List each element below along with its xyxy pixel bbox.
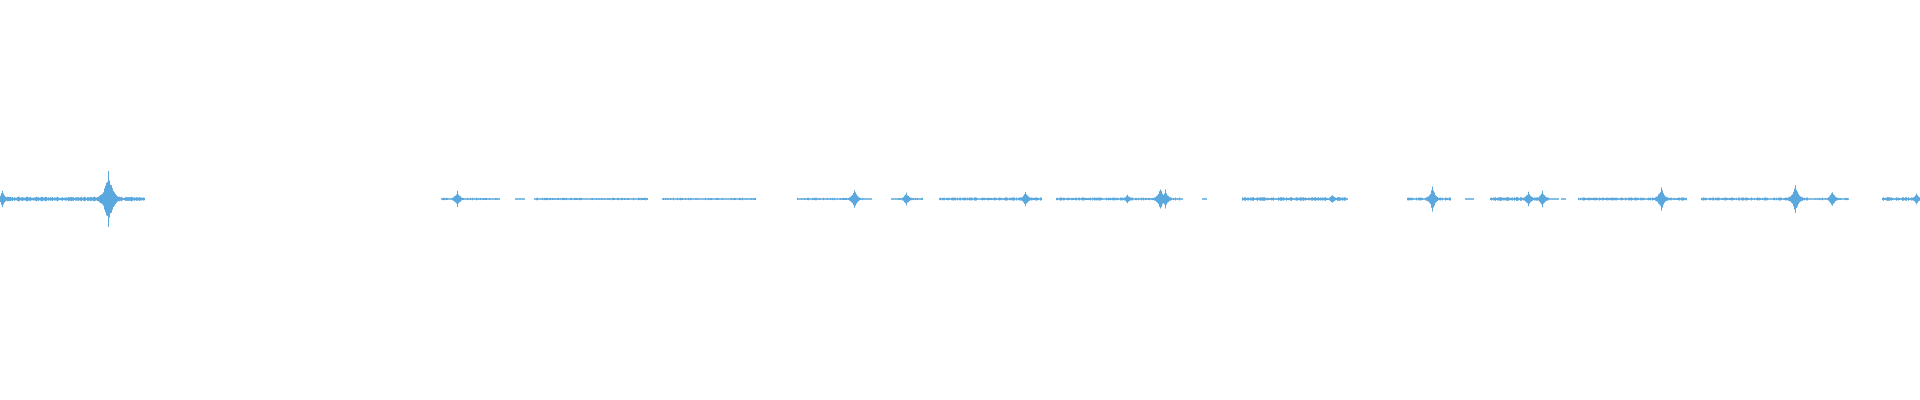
waveform-path <box>0 171 1920 227</box>
